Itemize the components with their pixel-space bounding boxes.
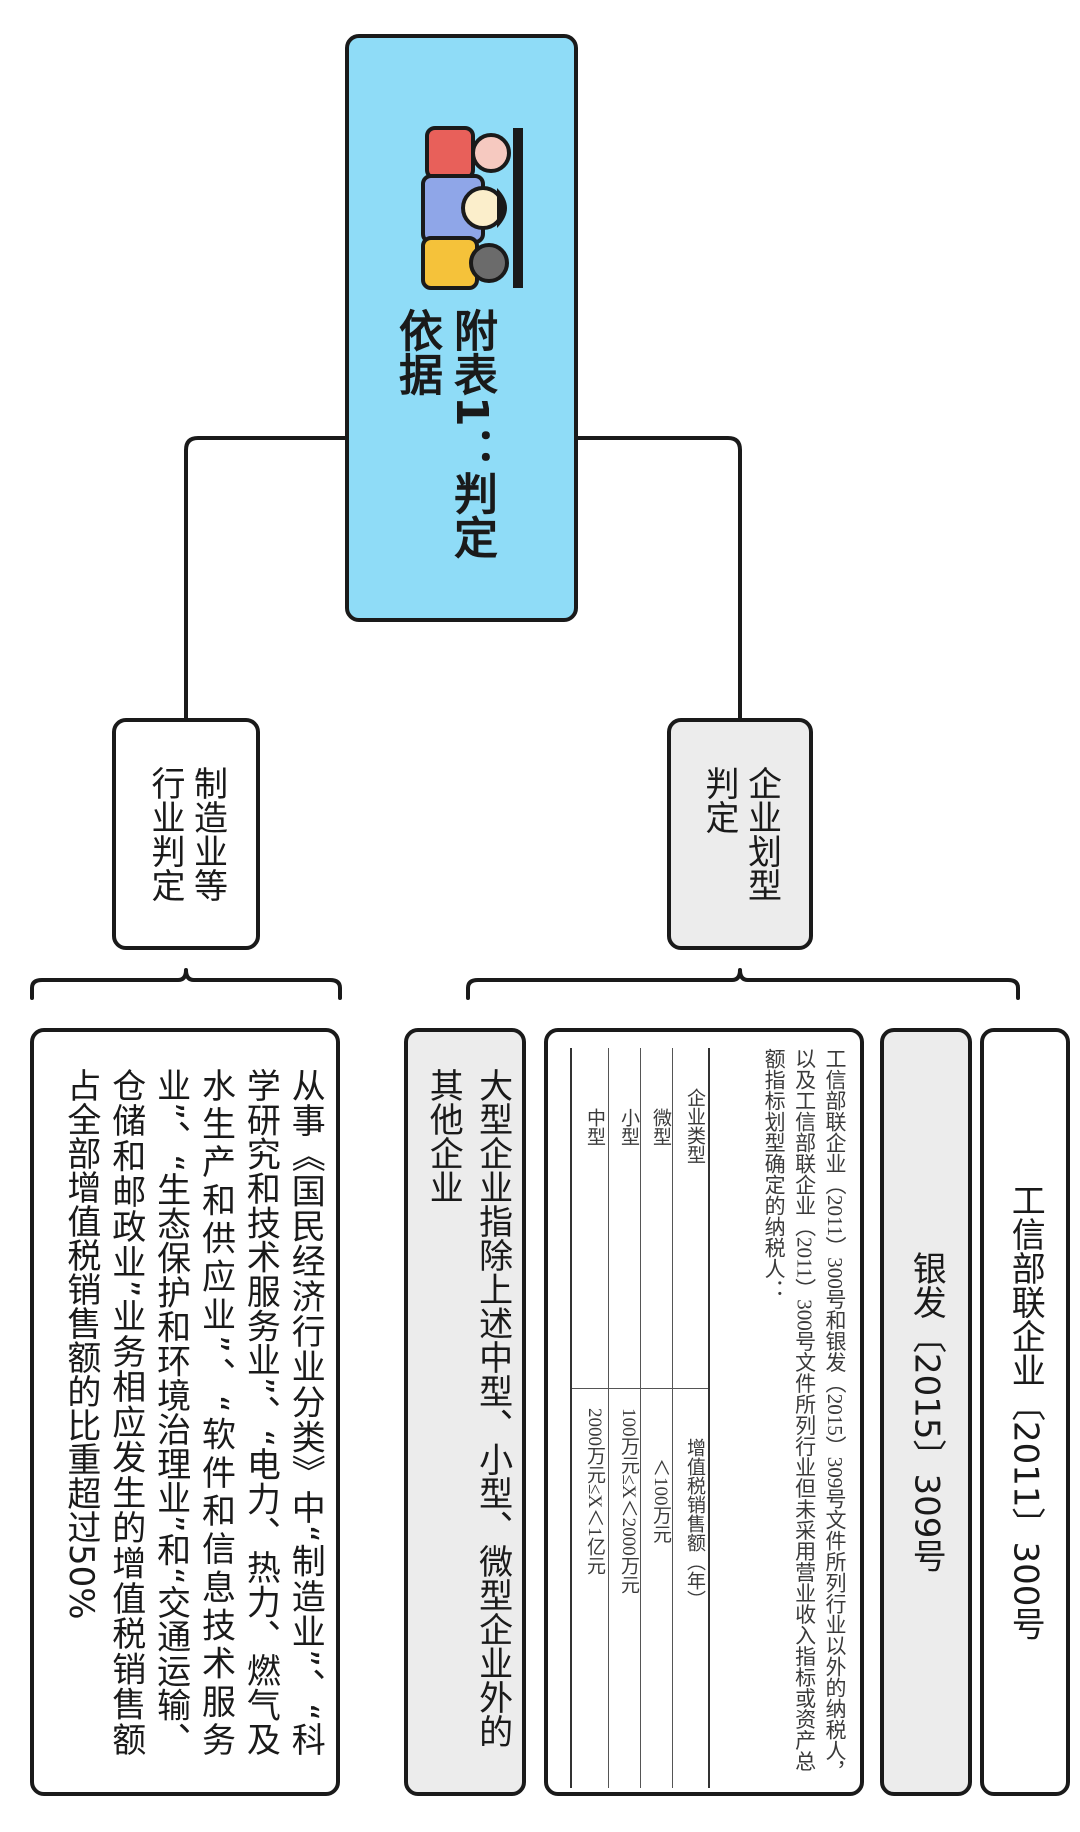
- doc-gongxinbu-text: 工信部联企业〔2011〕300号: [1005, 1183, 1046, 1641]
- manufacturing-detail: 从事《国民经济行业分类》中“制造业”、“科学研究和技术服务业”、“电力、热力、燃…: [30, 1028, 340, 1796]
- table-header-col: 企业类型 增值税销售额（年）: [676, 1048, 708, 1788]
- branch-enterprise-type: 企业划型 判定: [667, 718, 813, 950]
- classification-table: 企业类型 增值税销售额（年） 微型 ＜100万元 小型 100万元≤X＜2000…: [570, 1048, 710, 1788]
- classification-table-area: 工信部联企业（2011）300号和银发（2015）309号文件所列行业以外的纳税…: [570, 1048, 850, 1788]
- table-cell-type: 微型: [650, 1108, 671, 1146]
- table-row: 微型 ＜100万元: [644, 1048, 674, 1788]
- large-enterprise-text: 大型企业指除上述中型、小型、微型企业外的其他企业: [423, 1068, 513, 1748]
- table-header-sales: 增值税销售额（年）: [684, 1438, 705, 1609]
- doc-gongxinbu-box: 工信部联企业〔2011〕300号: [980, 1028, 1070, 1796]
- table-cell-type: 小型: [618, 1108, 639, 1146]
- branch-manufacturing: 制造业等 行业判定: [112, 718, 260, 950]
- root-node: 附表1：判定 依据: [345, 34, 578, 622]
- manufacturing-detail-text: 从事《国民经济行业分类》中“制造业”、“科学研究和技术服务业”、“电力、热力、燃…: [60, 1068, 326, 1756]
- table-row: 小型 100万元≤X＜2000万元: [612, 1048, 642, 1788]
- doc-yinfa-box: 银发〔2015〕309号: [880, 1028, 972, 1796]
- classification-note: 工信部联企业（2011）300号和银发（2015）309号文件所列行业以外的纳税…: [762, 1048, 847, 1783]
- root-title: 附表1：判定 依据: [389, 308, 499, 608]
- branch-enterprise-type-label: 企业划型 判定: [698, 766, 783, 902]
- table-cell-sales: ＜100万元: [650, 1458, 671, 1544]
- branch-enterprise-type-label-line2: 判定: [699, 766, 739, 834]
- doc-yinfa-text: 银发〔2015〕309号: [906, 1251, 947, 1573]
- classification-table-box: 工信部联企业（2011）300号和银发（2015）309号文件所列行业以外的纳税…: [544, 1028, 864, 1796]
- root-title-line1: 附表1：判定: [446, 308, 497, 559]
- table-cell-type: 中型: [584, 1108, 605, 1146]
- large-enterprise-box: 大型企业指除上述中型、小型、微型企业外的其他企业: [404, 1028, 526, 1796]
- table-header-type: 企业类型: [684, 1088, 705, 1164]
- table-row: 中型 2000万元≤X＜1亿元: [578, 1048, 608, 1788]
- branch-manufacturing-label-line2: 行业判定: [145, 766, 185, 902]
- table-cell-sales: 100万元≤X＜2000万元: [618, 1408, 639, 1594]
- table-cell-sales: 2000万元≤X＜1亿元: [584, 1408, 605, 1575]
- people-icon: [411, 98, 523, 294]
- branch-enterprise-type-label-line1: 企业划型: [741, 766, 782, 902]
- branch-manufacturing-label-line1: 制造业等: [187, 766, 228, 902]
- branch-manufacturing-label: 制造业等 行业判定: [144, 766, 229, 902]
- root-title-line2: 依据: [391, 308, 442, 396]
